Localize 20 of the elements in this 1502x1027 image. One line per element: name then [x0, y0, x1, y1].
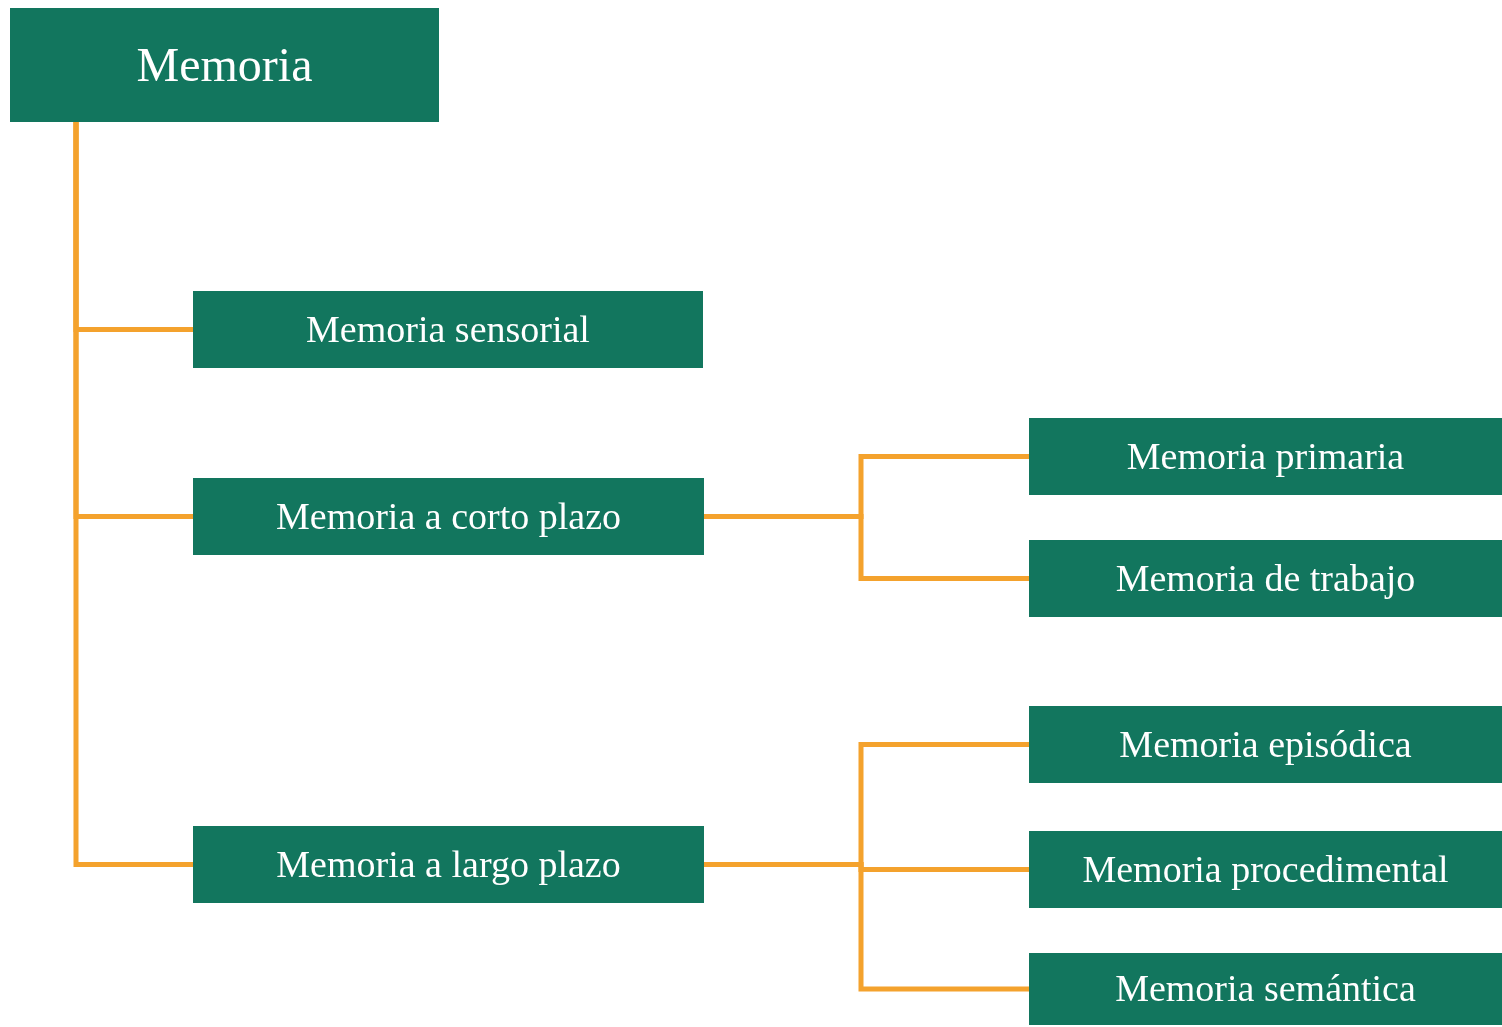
topic-box [1029, 706, 1502, 783]
topic-box [1029, 418, 1502, 495]
topic-box [193, 291, 703, 368]
topic-label: Memoria episódica [1119, 723, 1412, 766]
topic-label: Memoria de trabajo [1115, 557, 1416, 600]
root-topic-box [10, 8, 439, 122]
connector-line [704, 862, 1029, 992]
topic-label: Memoria [136, 38, 313, 92]
topic-label: Memoria semántica [1115, 968, 1416, 1010]
connector-line [73, 122, 193, 867]
topic-box [1029, 953, 1502, 1025]
topic-box [193, 478, 704, 555]
topic-label: Memoria sensorial [306, 308, 590, 351]
topic-label: Memoria a corto plazo [276, 495, 621, 538]
topic-box [193, 826, 704, 903]
topic-label: Memoria a largo plazo [276, 843, 621, 886]
topic-label: Memoria primaria [1126, 435, 1405, 478]
topic-box [1029, 831, 1502, 908]
topic-box [1029, 540, 1502, 617]
topic-label: Memoria procedimental [1082, 848, 1449, 891]
